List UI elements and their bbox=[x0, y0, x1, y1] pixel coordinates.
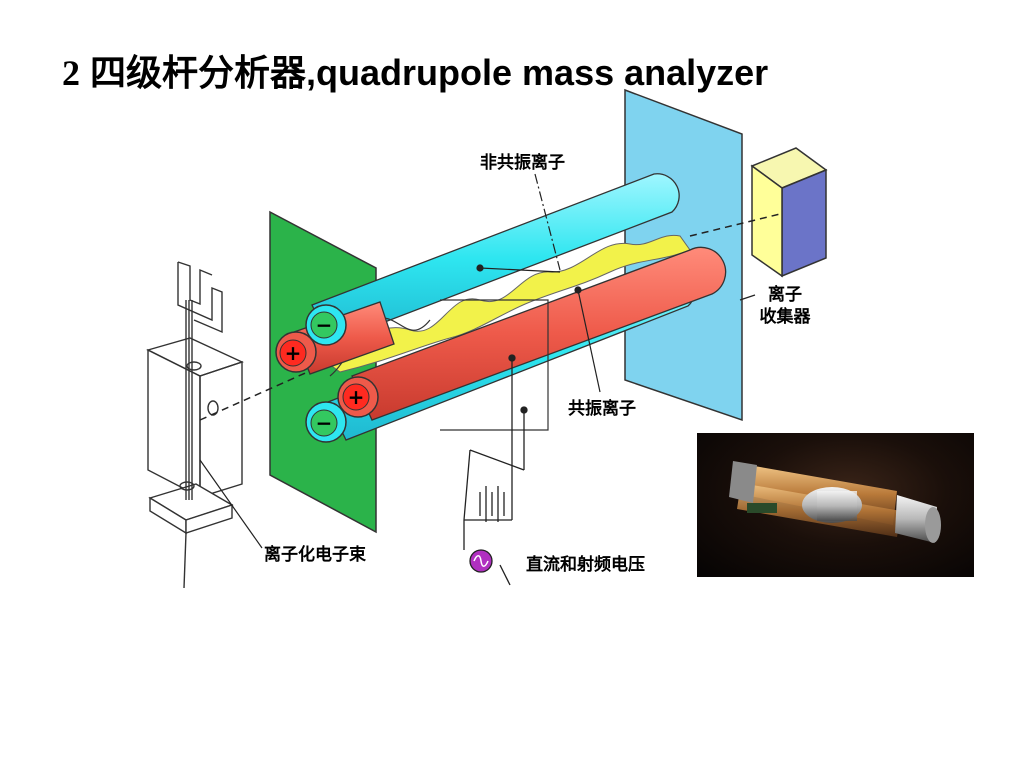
positive-rod-front bbox=[351, 246, 727, 421]
resonant-ion-path bbox=[316, 234, 691, 373]
title-english: ,quadrupole mass analyzer bbox=[306, 52, 769, 93]
sine-icon bbox=[473, 555, 489, 567]
negative-rod-top bbox=[311, 173, 680, 344]
ion-collector bbox=[750, 147, 828, 278]
label-collector-line2: 收集器 bbox=[759, 307, 811, 327]
quadrupole-photo bbox=[697, 433, 974, 577]
label-ion-collector: 离子 收集器 bbox=[750, 284, 820, 328]
sign-minus-top: − bbox=[316, 313, 333, 337]
label-resonant-ions: 共振离子 bbox=[568, 399, 636, 419]
sign-plus-right: + bbox=[348, 385, 365, 409]
sign-plus-left: + bbox=[285, 341, 302, 365]
title-number: 2 bbox=[62, 53, 80, 93]
collector-axis bbox=[689, 213, 781, 237]
leader-lines bbox=[199, 173, 756, 549]
label-collector-line1: 离子 bbox=[768, 285, 802, 305]
label-non-resonant-ions: 非共振离子 bbox=[480, 153, 565, 173]
rod-end-faces bbox=[275, 304, 379, 443]
voltage-circuit bbox=[463, 354, 528, 586]
sign-minus-bottom: − bbox=[316, 411, 333, 435]
entrance-plate bbox=[269, 210, 377, 534]
label-electron-beam: 离子化电子束 bbox=[264, 545, 366, 565]
rf-plane bbox=[440, 299, 549, 431]
title-chinese: 四级杆分析器 bbox=[90, 52, 307, 93]
electron-source bbox=[146, 261, 244, 589]
slide-title: 2 四级杆分析器,quadrupole mass analyzer bbox=[62, 44, 768, 96]
label-dc-rf-voltage: 直流和射频电压 bbox=[526, 555, 645, 575]
quadrupole-photo-illustration bbox=[729, 461, 941, 543]
